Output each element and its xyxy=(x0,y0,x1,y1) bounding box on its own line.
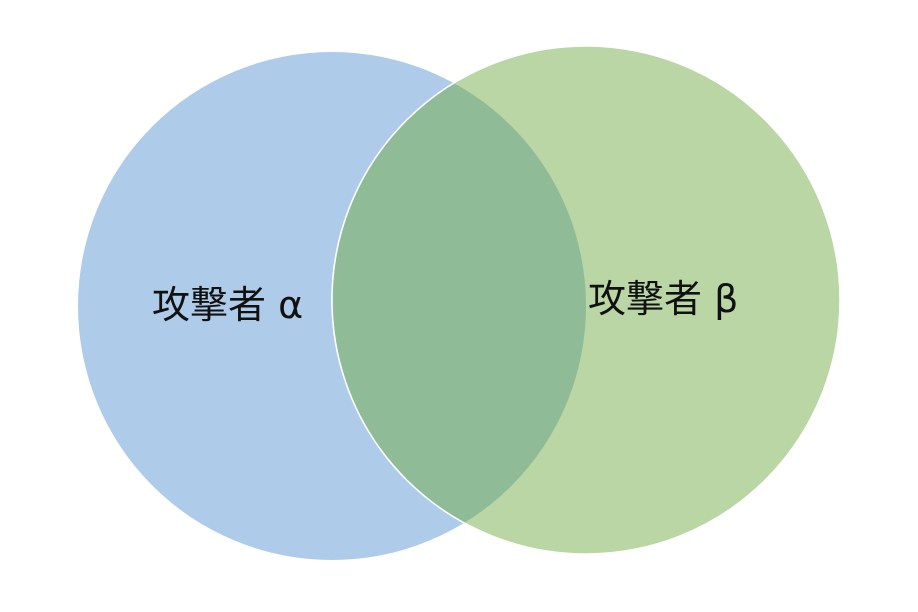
set-beta-label: 攻撃者 β xyxy=(588,277,738,321)
overlap-region xyxy=(331,52,586,555)
set-alpha-label: 攻撃者 α xyxy=(152,283,303,327)
